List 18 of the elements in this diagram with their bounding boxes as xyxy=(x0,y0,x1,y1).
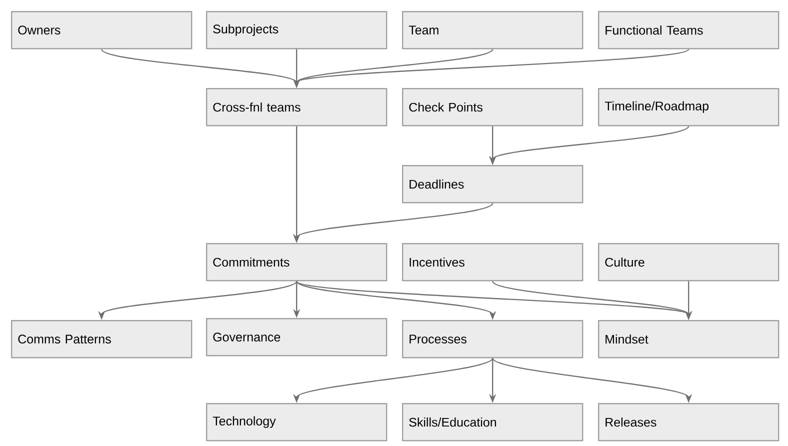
process-box: Functional Teams xyxy=(598,11,780,50)
process-box: Processes xyxy=(402,320,584,358)
process-box: Cross-fnl teams xyxy=(206,88,388,126)
process-box: Check Points xyxy=(402,88,584,126)
process-box: Timeline/Roadmap xyxy=(598,88,780,126)
process-box: Deadlines xyxy=(402,165,584,204)
process-box: Technology xyxy=(206,402,388,442)
process-box: Commitments xyxy=(206,243,388,282)
process-box: Releases xyxy=(598,402,780,442)
process-box: Governance xyxy=(206,318,388,356)
process-box: Mindset xyxy=(598,320,780,358)
process-box: Incentives xyxy=(402,243,584,282)
process-box: Culture xyxy=(598,243,780,282)
process-box: Owners xyxy=(11,11,192,50)
process-box: Comms Patterns xyxy=(11,320,192,358)
process-box: Subprojects xyxy=(206,11,388,50)
process-box: Skills/Education xyxy=(402,402,584,442)
process-box: Team xyxy=(402,11,584,50)
